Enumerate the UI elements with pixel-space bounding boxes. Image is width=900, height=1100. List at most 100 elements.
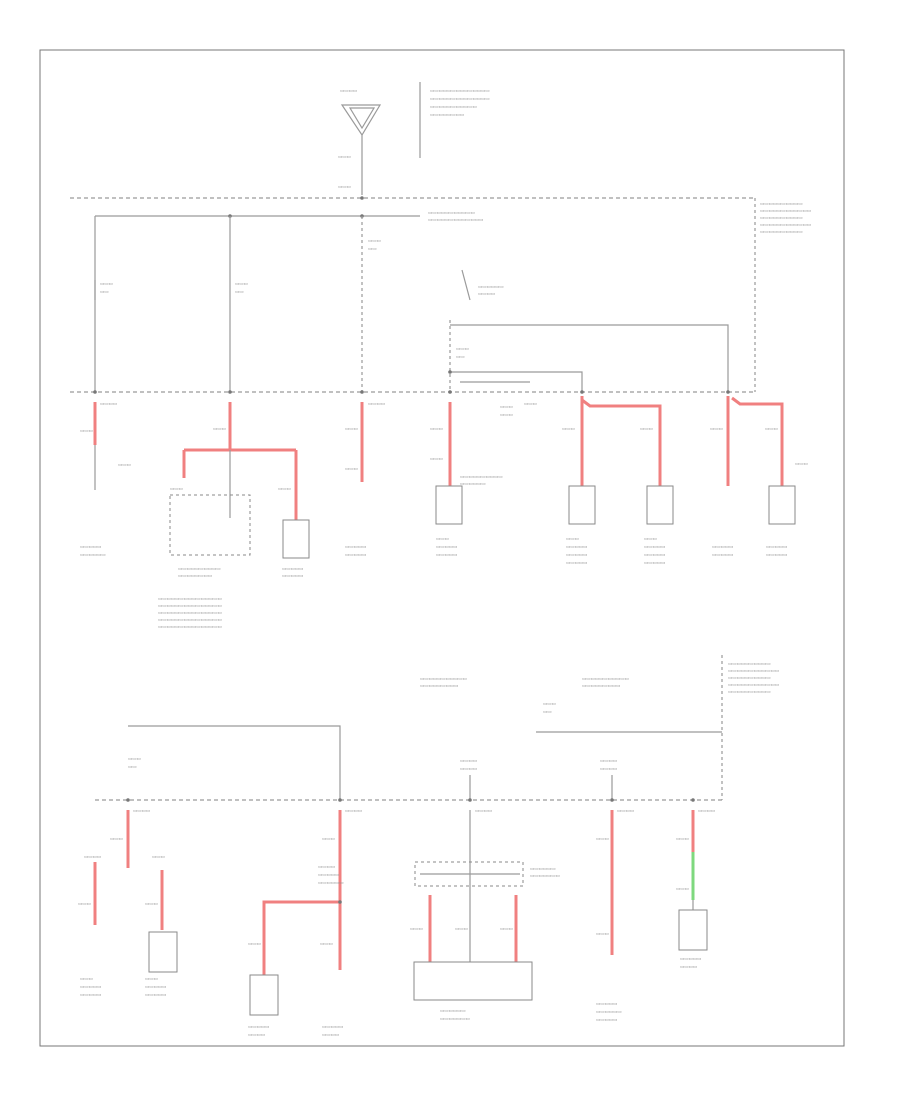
component-box-l6 — [678, 909, 708, 951]
diagram-frame — [39, 49, 845, 1047]
branch-5: ▭▭▭ ▭▭▭ ▭▭▭ ▭▭▭▭▭ ▭▭▭▭▭ ▭▭▭▭▭ ▭▭▭ ▭▭▭▭▭ … — [562, 390, 674, 566]
svg-text:▭▭▭: ▭▭▭ — [765, 427, 778, 432]
svg-text:▭▭▭▭▭▭▭: ▭▭▭▭▭▭▭ — [530, 874, 560, 879]
svg-text:▭▭▭: ▭▭▭ — [338, 185, 351, 190]
svg-text:▭▭▭▭▭▭▭▭▭▭▭▭: ▭▭▭▭▭▭▭▭▭▭▭▭ — [728, 683, 779, 688]
svg-text:▭▭: ▭▭ — [128, 765, 137, 770]
svg-text:▭▭▭▭▭▭▭▭▭▭: ▭▭▭▭▭▭▭▭▭▭ — [178, 567, 221, 572]
svg-text:▭▭▭▭▭: ▭▭▭▭▭ — [145, 993, 166, 998]
component-box-l3 — [249, 974, 279, 1016]
branch-2: ▭▭▭ ▭▭▭ ▭▭▭ ▭▭▭▭▭▭▭▭▭▭ ▭▭▭▭▭▭▭▭ ▭▭▭▭▭ ▭▭… — [158, 390, 310, 630]
svg-text:▭▭▭▭▭: ▭▭▭▭▭ — [345, 553, 366, 558]
svg-text:▭▭▭: ▭▭▭ — [128, 757, 141, 762]
fuse-column-3: ▭▭▭ ▭▭ — [361, 216, 381, 392]
svg-text:▭▭▭▭▭: ▭▭▭▭▭ — [436, 553, 457, 558]
svg-text:▭▭▭▭▭: ▭▭▭▭▭ — [596, 1018, 617, 1023]
svg-text:▭▭▭▭: ▭▭▭▭ — [478, 292, 495, 297]
svg-text:▭▭▭: ▭▭▭ — [322, 837, 335, 842]
svg-text:▭▭▭▭▭: ▭▭▭▭▭ — [345, 545, 366, 550]
svg-text:▭▭▭▭▭: ▭▭▭▭▭ — [644, 561, 665, 566]
svg-text:▭▭▭▭: ▭▭▭▭ — [340, 89, 357, 94]
svg-text:▭▭▭: ▭▭▭ — [456, 347, 469, 352]
svg-text:▭▭▭▭: ▭▭▭▭ — [100, 402, 117, 407]
svg-text:▭▭▭: ▭▭▭ — [145, 977, 158, 982]
svg-text:▭▭▭: ▭▭▭ — [80, 429, 93, 434]
svg-text:▭▭▭▭▭▭▭▭: ▭▭▭▭▭▭▭▭ — [178, 574, 212, 579]
ignition-switch: ▭▭▭▭▭▭ ▭▭▭▭ ▭▭▭ ▭▭ — [449, 269, 504, 392]
svg-text:▭▭▭: ▭▭▭ — [410, 927, 423, 932]
component-box-6 — [768, 485, 796, 525]
svg-text:▭▭▭▭▭: ▭▭▭▭▭ — [80, 985, 101, 990]
branch-4: ▭▭▭ ▭▭▭ ▭▭▭▭▭▭▭▭▭▭ ▭▭▭▭▭▭ ▭▭▭ ▭▭▭▭▭ ▭▭▭▭… — [430, 390, 537, 558]
svg-text:▭▭▭▭▭▭: ▭▭▭▭▭▭ — [530, 867, 556, 872]
svg-text:▭▭▭: ▭▭▭ — [248, 942, 261, 947]
svg-text:▭▭▭▭▭: ▭▭▭▭▭ — [566, 545, 587, 550]
svg-text:▭▭▭: ▭▭▭ — [345, 427, 358, 432]
svg-text:▭▭▭▭: ▭▭▭▭ — [318, 865, 335, 870]
svg-text:▭▭▭▭▭: ▭▭▭▭▭ — [436, 545, 457, 550]
svg-text:▭▭▭▭▭: ▭▭▭▭▭ — [644, 553, 665, 558]
svg-text:▭▭▭: ▭▭▭ — [235, 282, 248, 287]
component-box-5a — [568, 485, 596, 525]
svg-text:▭▭: ▭▭ — [368, 247, 377, 252]
svg-text:▭▭▭▭▭▭: ▭▭▭▭▭▭ — [460, 482, 486, 487]
svg-text:▭▭▭▭▭▭▭▭▭▭▭▭▭▭▭: ▭▭▭▭▭▭▭▭▭▭▭▭▭▭▭ — [158, 597, 222, 602]
svg-text:▭▭▭▭: ▭▭▭▭ — [460, 759, 477, 764]
svg-text:▭▭▭▭▭: ▭▭▭▭▭ — [322, 1025, 343, 1030]
svg-text:▭▭▭▭▭: ▭▭▭▭▭ — [680, 957, 701, 962]
svg-text:▭▭▭: ▭▭▭ — [368, 239, 381, 244]
svg-text:▭▭▭▭▭▭▭▭: ▭▭▭▭▭▭▭▭ — [430, 113, 464, 118]
svg-text:▭▭▭▭▭: ▭▭▭▭▭ — [80, 545, 101, 550]
lower-branch-5: ▭▭▭▭ ▭▭▭ ▭▭▭ ▭▭▭▭▭ ▭▭▭▭▭▭ ▭▭▭▭▭ — [596, 798, 634, 1023]
svg-text:▭▭▭▭▭▭▭▭▭▭▭▭▭▭▭: ▭▭▭▭▭▭▭▭▭▭▭▭▭▭▭ — [158, 618, 222, 623]
svg-text:▭▭▭▭: ▭▭▭▭ — [698, 809, 715, 814]
svg-text:▭▭▭▭▭▭▭▭▭▭: ▭▭▭▭▭▭▭▭▭▭ — [728, 662, 771, 667]
svg-text:▭▭: ▭▭ — [100, 290, 109, 295]
svg-text:▭▭▭▭▭▭▭▭▭▭▭: ▭▭▭▭▭▭▭▭▭▭▭ — [430, 105, 477, 110]
svg-text:▭▭▭▭: ▭▭▭▭ — [84, 855, 101, 860]
svg-text:▭▭▭: ▭▭▭ — [795, 462, 808, 467]
svg-text:▭▭▭▭: ▭▭▭▭ — [600, 759, 617, 764]
svg-text:▭▭▭: ▭▭▭ — [118, 463, 131, 468]
svg-text:▭▭▭: ▭▭▭ — [500, 927, 513, 932]
svg-text:▭▭▭▭: ▭▭▭▭ — [345, 809, 362, 814]
svg-text:▭▭▭: ▭▭▭ — [644, 537, 657, 542]
svg-text:▭▭▭▭▭▭▭▭▭▭: ▭▭▭▭▭▭▭▭▭▭ — [460, 475, 503, 480]
svg-text:▭▭▭▭: ▭▭▭▭ — [617, 809, 634, 814]
svg-text:▭▭▭▭▭▭▭▭▭▭▭: ▭▭▭▭▭▭▭▭▭▭▭ — [582, 677, 629, 682]
lower-branch-4: ▭▭▭▭ ▭▭▭▭▭▭ ▭▭▭▭▭▭▭ ▭▭▭ ▭▭▭ ▭▭▭ ▭▭▭▭▭▭ ▭… — [410, 798, 560, 1022]
svg-text:▭▭▭: ▭▭▭ — [543, 702, 556, 707]
svg-text:▭▭▭▭▭▭▭▭▭▭: ▭▭▭▭▭▭▭▭▭▭ — [760, 202, 803, 207]
svg-text:▭▭▭: ▭▭▭ — [320, 942, 333, 947]
svg-text:▭▭▭▭▭▭▭▭▭: ▭▭▭▭▭▭▭▭▭ — [582, 684, 620, 689]
component-box-5b — [646, 485, 674, 525]
lower-source-notes: ▭▭▭▭▭▭▭▭▭▭▭ ▭▭▭▭▭▭▭▭▭ ▭▭▭▭▭▭▭▭▭▭▭ ▭▭▭▭▭▭… — [420, 662, 779, 733]
svg-text:▭▭▭▭: ▭▭▭▭ — [248, 1033, 265, 1038]
svg-text:▭▭▭: ▭▭▭ — [278, 487, 291, 492]
svg-text:▭▭▭▭▭▭▭: ▭▭▭▭▭▭▭ — [440, 1017, 470, 1022]
svg-text:▭▭▭▭▭▭▭▭▭▭▭▭▭▭: ▭▭▭▭▭▭▭▭▭▭▭▭▭▭ — [430, 97, 490, 102]
svg-text:▭▭▭▭: ▭▭▭▭ — [322, 1033, 339, 1038]
svg-text:▭▭▭▭▭▭▭▭▭▭▭▭▭▭▭: ▭▭▭▭▭▭▭▭▭▭▭▭▭▭▭ — [158, 604, 222, 609]
svg-text:▭▭▭▭▭▭▭▭▭▭▭▭: ▭▭▭▭▭▭▭▭▭▭▭▭ — [760, 223, 811, 228]
battery-source: ▭▭▭▭ ▭▭▭▭▭▭▭▭▭▭▭▭▭▭ ▭▭▭▭▭▭▭▭▭▭▭▭▭▭ ▭▭▭▭▭… — [338, 82, 490, 195]
svg-text:▭▭▭▭: ▭▭▭▭ — [680, 965, 697, 970]
svg-text:▭▭▭: ▭▭▭ — [145, 902, 158, 907]
svg-text:▭▭▭: ▭▭▭ — [640, 427, 653, 432]
svg-text:▭▭▭▭▭: ▭▭▭▭▭ — [712, 553, 733, 558]
svg-text:▭▭▭▭▭▭: ▭▭▭▭▭▭ — [596, 1010, 622, 1015]
svg-text:▭▭▭: ▭▭▭ — [110, 837, 123, 842]
component-box-l2 — [148, 931, 178, 973]
svg-text:▭▭▭: ▭▭▭ — [524, 402, 537, 407]
svg-text:▭▭▭▭▭▭▭▭▭▭▭▭▭▭▭: ▭▭▭▭▭▭▭▭▭▭▭▭▭▭▭ — [158, 611, 222, 616]
svg-text:▭▭▭: ▭▭▭ — [596, 932, 609, 937]
svg-text:▭▭▭: ▭▭▭ — [80, 977, 93, 982]
svg-text:▭▭▭: ▭▭▭ — [345, 467, 358, 472]
svg-text:▭▭▭▭▭: ▭▭▭▭▭ — [596, 1002, 617, 1007]
svg-text:▭▭▭▭▭: ▭▭▭▭▭ — [566, 553, 587, 558]
svg-text:▭▭▭: ▭▭▭ — [500, 413, 513, 418]
svg-text:▭▭▭▭▭▭: ▭▭▭▭▭▭ — [80, 553, 106, 558]
svg-text:▭▭▭▭: ▭▭▭▭ — [133, 809, 150, 814]
svg-text:▭▭▭▭▭▭: ▭▭▭▭▭▭ — [440, 1009, 466, 1014]
